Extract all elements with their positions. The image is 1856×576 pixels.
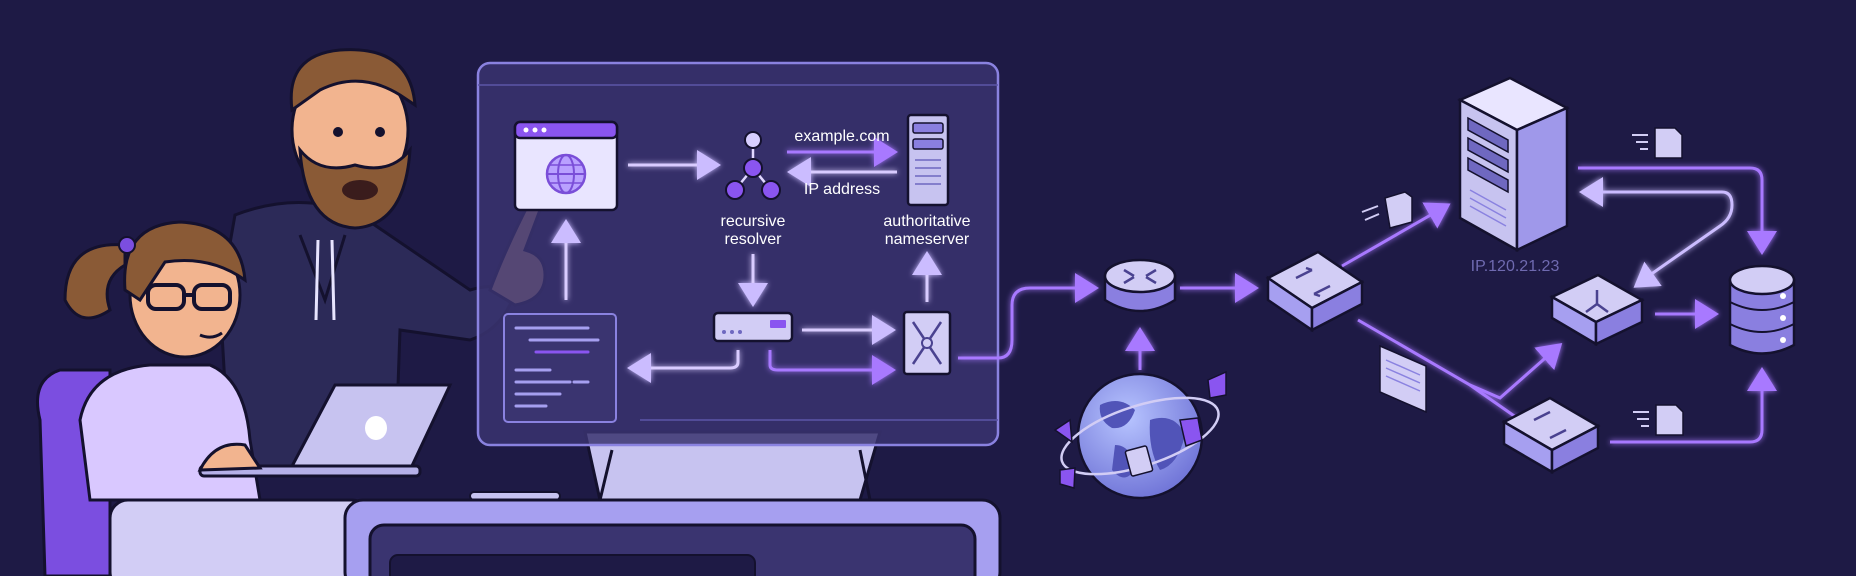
router-icon	[1103, 258, 1177, 313]
authoritative-nameserver-icon	[906, 113, 950, 207]
recursive-resolver-icon	[725, 131, 781, 200]
query-label: example.com	[794, 128, 889, 145]
screen-arrows	[551, 137, 942, 385]
network-switch-icon	[1265, 250, 1365, 333]
server-tower-icon	[1457, 76, 1570, 253]
answer-label: IP address	[804, 181, 880, 198]
database-icon	[1728, 264, 1796, 355]
switch-lower-icon	[1501, 396, 1601, 475]
nameserver-label-line1: authoritative	[883, 213, 970, 230]
globe-icon	[1053, 370, 1227, 500]
code-panel	[503, 313, 617, 423]
screen-router-icon	[902, 310, 952, 376]
resolver-label-line1: recursive	[721, 213, 786, 230]
document-icons	[1361, 127, 1684, 436]
load-balancer-icon	[1549, 273, 1645, 347]
screen-server-icon	[712, 311, 794, 343]
desk	[108, 498, 1002, 576]
resolver-label-line2: resolver	[725, 231, 783, 248]
browser-window-icon	[513, 120, 619, 212]
server-ip-label: IP.120.21.23	[1471, 258, 1560, 275]
nameserver-label-line2: nameserver	[885, 231, 970, 248]
network-links	[958, 166, 1777, 444]
